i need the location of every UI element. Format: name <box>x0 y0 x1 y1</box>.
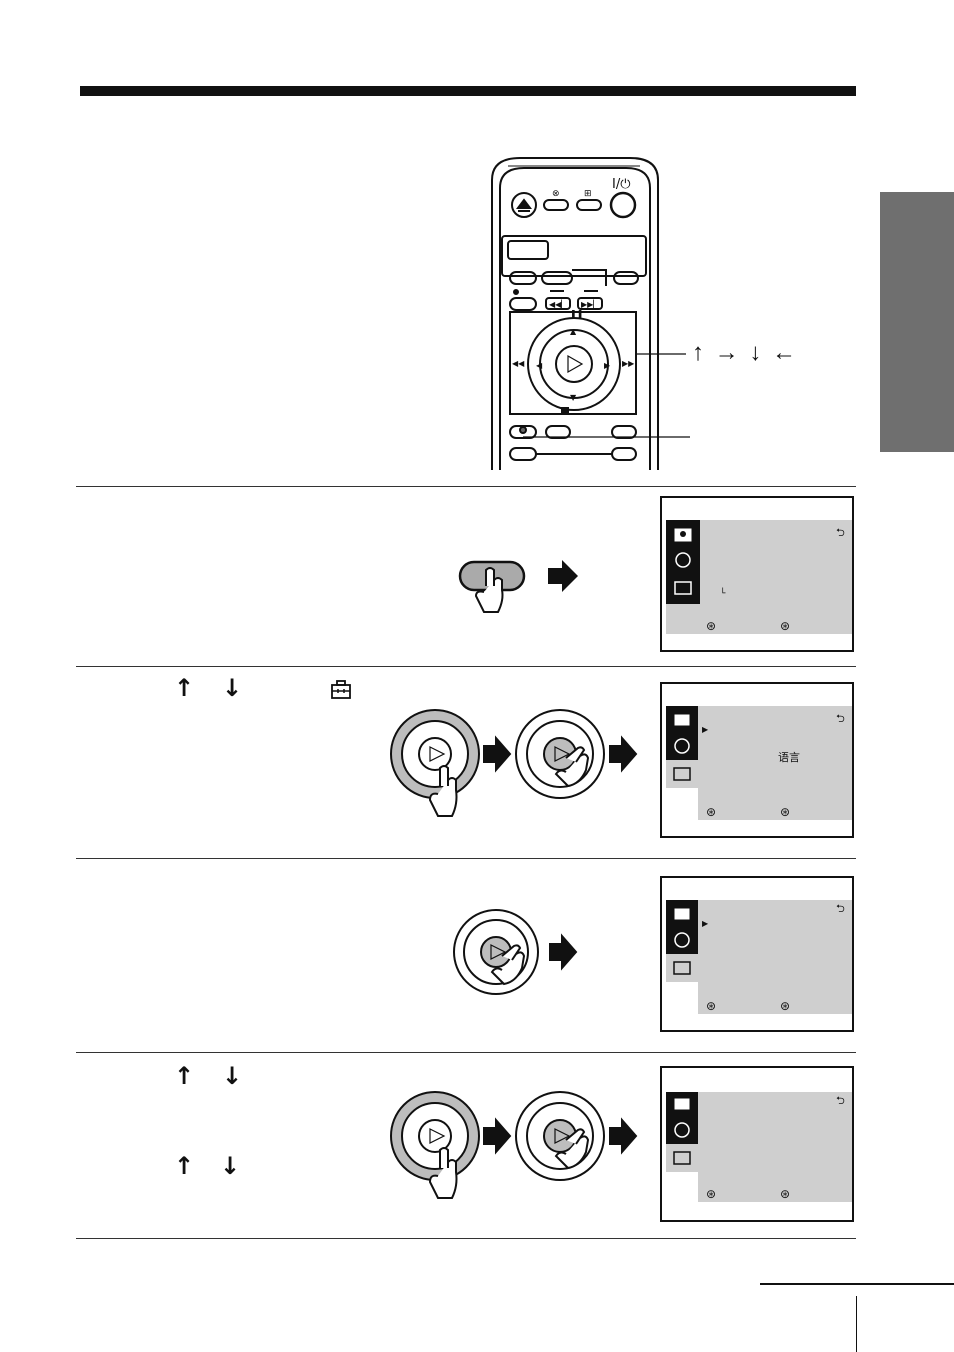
toolbox-icon <box>331 680 351 699</box>
svg-text:⊛: ⊛ <box>706 805 716 819</box>
svg-text:⊛: ⊛ <box>706 1187 716 1201</box>
svg-text:⊛: ⊛ <box>706 619 716 633</box>
svg-text:▶: ▶ <box>604 361 611 370</box>
up-arrow-key: ↑ <box>174 1062 195 1090</box>
svg-text:⊗: ⊗ <box>552 189 560 199</box>
divider <box>76 666 856 667</box>
tv-screen-menu-3: ▶ ⮌ ⊛ ⊛ <box>660 876 854 1032</box>
svg-text:▶: ▶ <box>666 533 673 542</box>
arrow-keys-label: ↑ → ↓ ← <box>692 339 799 366</box>
menu-language-item: 语言 <box>778 751 800 764</box>
svg-text:◀◀▏: ◀◀▏ <box>549 299 567 309</box>
up-arrow-key: ↑ <box>174 674 195 702</box>
svg-text:▲: ▲ <box>570 327 577 336</box>
svg-text:⊛: ⊛ <box>780 805 790 819</box>
svg-text:⊛: ⊛ <box>780 1187 790 1201</box>
down-arrow-key: ↓ <box>222 1062 243 1090</box>
footer-divider <box>856 1296 857 1352</box>
dial-press-center-illustration <box>453 909 578 995</box>
divider <box>76 486 856 487</box>
tv-screen-menu-4: ⮌ ⊛ ⊛ <box>660 1066 854 1222</box>
footer-rule <box>760 1283 954 1285</box>
down-arrow-key: ↓ <box>222 674 243 702</box>
down-arrow-key: ↓ <box>220 1152 241 1180</box>
svg-text:⊛: ⊛ <box>780 999 790 1013</box>
divider <box>76 1052 856 1053</box>
svg-text:⊞: ⊞ <box>584 189 592 199</box>
svg-text:▶▶: ▶▶ <box>622 359 635 368</box>
header-bar <box>80 86 856 96</box>
svg-text:▼: ▼ <box>570 393 577 402</box>
svg-text:⮌: ⮌ <box>836 902 845 915</box>
dial-press-down-illustration <box>390 1091 638 1199</box>
menu-button-press-illustration <box>458 560 578 613</box>
svg-text:❚❚: ❚❚ <box>570 309 583 318</box>
svg-text:▶: ▶ <box>702 725 709 734</box>
svg-text:◀◀: ◀◀ <box>512 359 525 368</box>
svg-text:└: └ <box>720 587 726 599</box>
svg-text:◀: ◀ <box>536 361 543 370</box>
svg-text:⮌: ⮌ <box>836 526 845 539</box>
remote-control-illustration: I/⏻ ⊗ ⊞ ◀◀▏ ▶▶▏ ▲ ▼ ◀ ▶ ◀◀ ▶▶ ❚❚ <box>491 157 690 470</box>
section-tab <box>880 192 954 452</box>
tv-screen-menu-1: ▶ ⮌ └ ⊛ ⊛ <box>660 496 854 652</box>
svg-text:⮌: ⮌ <box>836 712 845 725</box>
dial-press-down-illustration <box>390 709 638 817</box>
svg-text:⊛: ⊛ <box>780 619 790 633</box>
up-arrow-key: ↑ <box>174 1152 195 1180</box>
svg-text:I/⏻: I/⏻ <box>612 177 631 192</box>
divider <box>76 858 856 859</box>
tv-screen-menu-2: ▶ ⮌ ⊛ ⊛ 语言 <box>660 682 854 838</box>
svg-text:▶: ▶ <box>702 919 709 928</box>
divider <box>76 1238 856 1239</box>
svg-text:⮌: ⮌ <box>836 1094 845 1107</box>
svg-text:⊛: ⊛ <box>706 999 716 1013</box>
svg-text:▶▶▏: ▶▶▏ <box>581 299 599 309</box>
